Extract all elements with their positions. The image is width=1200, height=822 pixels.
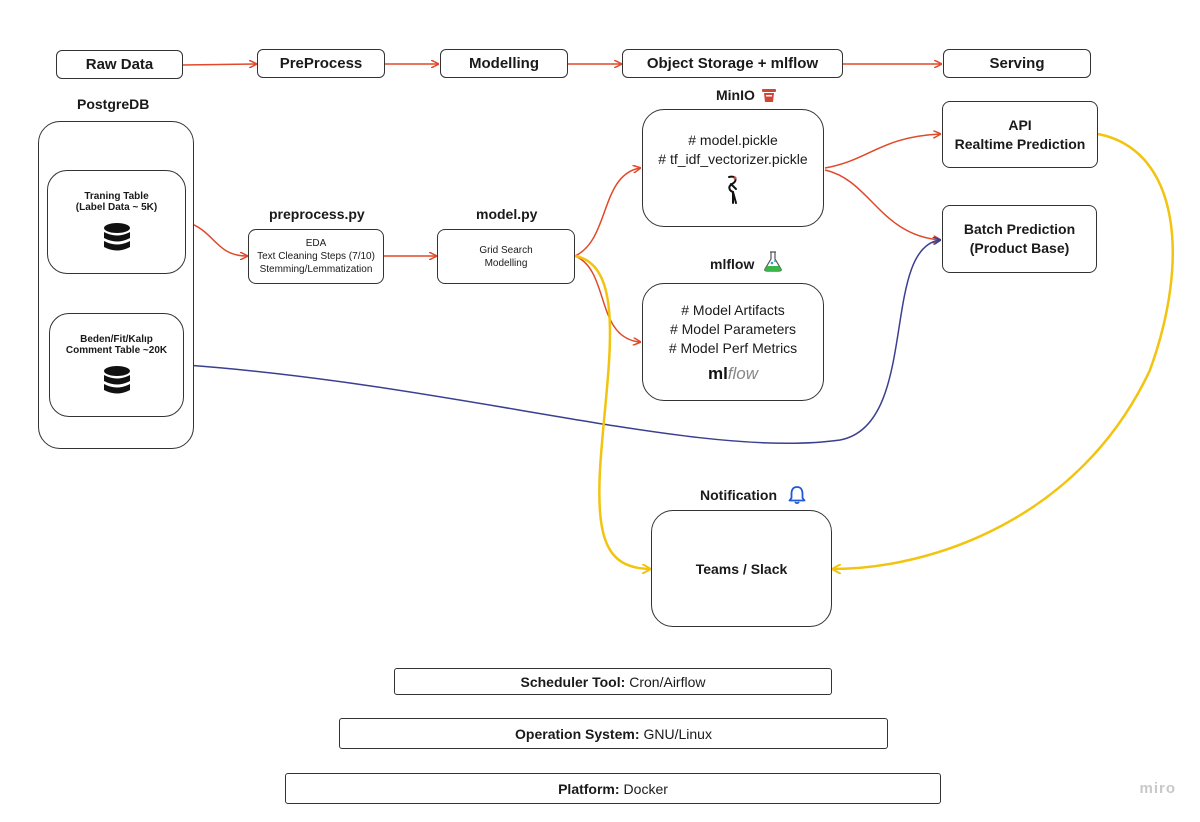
arrow-minio-api	[824, 134, 940, 169]
batch-title: Batch Prediction	[963, 221, 1076, 237]
stage-preprocess-label: PreProcess	[279, 55, 363, 72]
os-label: Operation System:	[515, 725, 640, 742]
platform-value: Docker	[623, 780, 668, 797]
flask-icon	[764, 251, 783, 272]
os-value: GNU/Linux	[643, 725, 712, 742]
preprocess-line-cleaning: Text Cleaning Steps (7/10)	[257, 251, 375, 262]
model-line-modelling: Modelling	[484, 257, 528, 269]
arrow-model-notification	[574, 254, 650, 569]
os-bar[interactable]: Operation System:GNU/Linux	[339, 718, 888, 749]
crane-logo-icon	[728, 175, 737, 204]
scheduler-value: Cron/Airflow	[629, 673, 706, 690]
model-box[interactable]: Grid Search Modelling	[437, 229, 575, 284]
stage-raw-data[interactable]: Raw Data	[56, 50, 183, 79]
minio-title: MinIO	[716, 87, 777, 103]
minio-bucket-icon	[761, 89, 776, 102]
mlflow-line-artifacts: # Model Artifacts	[681, 302, 785, 318]
stage-serving[interactable]: Serving	[943, 49, 1091, 78]
postgre-title: PostgreDB	[77, 96, 150, 112]
mlflow-logo-ml: ml	[707, 364, 728, 383]
mlflow-box[interactable]: # Model Artifacts # Model Parameters # M…	[642, 283, 824, 401]
mlflow-line-parameters: # Model Parameters	[669, 321, 797, 337]
scheduler-bar[interactable]: Scheduler Tool:Cron/Airflow	[394, 668, 832, 695]
platform-bar[interactable]: Platform:Docker	[285, 773, 941, 804]
stage-object-storage[interactable]: Object Storage + mlflow	[622, 49, 843, 78]
scheduler-label: Scheduler Tool:	[520, 673, 626, 690]
api-subtitle: Realtime Prediction	[954, 135, 1086, 152]
stage-object-storage-label: Object Storage + mlflow	[646, 55, 819, 72]
api-title: API	[1008, 116, 1032, 133]
miro-watermark: miro	[1139, 780, 1176, 797]
preprocess-line-stemming: Stemming/Lemmatization	[259, 264, 373, 275]
api-box[interactable]: API Realtime Prediction	[942, 101, 1098, 168]
arrow-rawdata-preprocess	[182, 64, 256, 65]
batch-box[interactable]: Batch Prediction (Product Base)	[942, 205, 1097, 273]
minio-box[interactable]: # model.pickle # tf_idf_vectorizer.pickl…	[642, 109, 824, 227]
mlflow-title: mlflow	[710, 251, 784, 272]
stage-preprocess[interactable]: PreProcess	[257, 49, 385, 78]
model-line-gridsearch: Grid Search	[479, 244, 533, 256]
minio-line-model: # model.pickle	[688, 132, 778, 148]
preprocess-title: preprocess.py	[269, 206, 365, 222]
mlflow-logo: mlflow	[708, 364, 758, 383]
database-icon	[103, 366, 130, 394]
arrow-model-minio	[574, 168, 640, 257]
platform-label: Platform:	[558, 780, 620, 797]
arrow-comment-batch	[185, 240, 940, 445]
bell-icon	[788, 486, 806, 505]
mlflow-logo-flow: flow	[727, 364, 759, 383]
preprocess-box[interactable]: EDA Text Cleaning Steps (7/10) Stemming/…	[248, 229, 384, 284]
stage-serving-label: Serving	[989, 55, 1045, 72]
training-table-count: (Label Data ~ 5K)	[75, 202, 158, 213]
notification-box[interactable]: Teams / Slack	[651, 510, 832, 627]
database-icon	[103, 223, 130, 251]
training-table-name: Traning Table	[84, 191, 149, 202]
mlflow-line-metrics: # Model Perf Metrics	[668, 340, 798, 356]
preprocess-line-eda: EDA	[305, 238, 327, 249]
arrow-model-mlflow	[574, 255, 640, 342]
arrow-training-preprocess	[185, 221, 247, 256]
arrow-api-notification	[833, 132, 1174, 569]
stage-modelling[interactable]: Modelling	[440, 49, 568, 78]
notification-title: Notification	[700, 485, 807, 505]
notification-box-label: Teams / Slack	[695, 560, 788, 577]
minio-line-vectorizer: # tf_idf_vectorizer.pickle	[658, 151, 808, 167]
stage-modelling-label: Modelling	[469, 55, 539, 72]
training-table[interactable]: Traning Table (Label Data ~ 5K)	[47, 170, 186, 274]
batch-subtitle: (Product Base)	[969, 240, 1070, 256]
notification-title-text: Notification	[700, 487, 777, 503]
minio-title-text: MinIO	[716, 87, 755, 103]
comment-table-name: Beden/Fit/Kalıp	[80, 334, 153, 345]
stage-raw-data-label: Raw Data	[85, 56, 154, 73]
comment-table[interactable]: Beden/Fit/Kalıp Comment Table ~20K	[49, 313, 184, 417]
model-title: model.py	[476, 206, 538, 222]
mlflow-title-text: mlflow	[710, 256, 755, 272]
arrow-minio-batch	[824, 169, 940, 240]
comment-table-count: Comment Table ~20K	[65, 345, 168, 356]
